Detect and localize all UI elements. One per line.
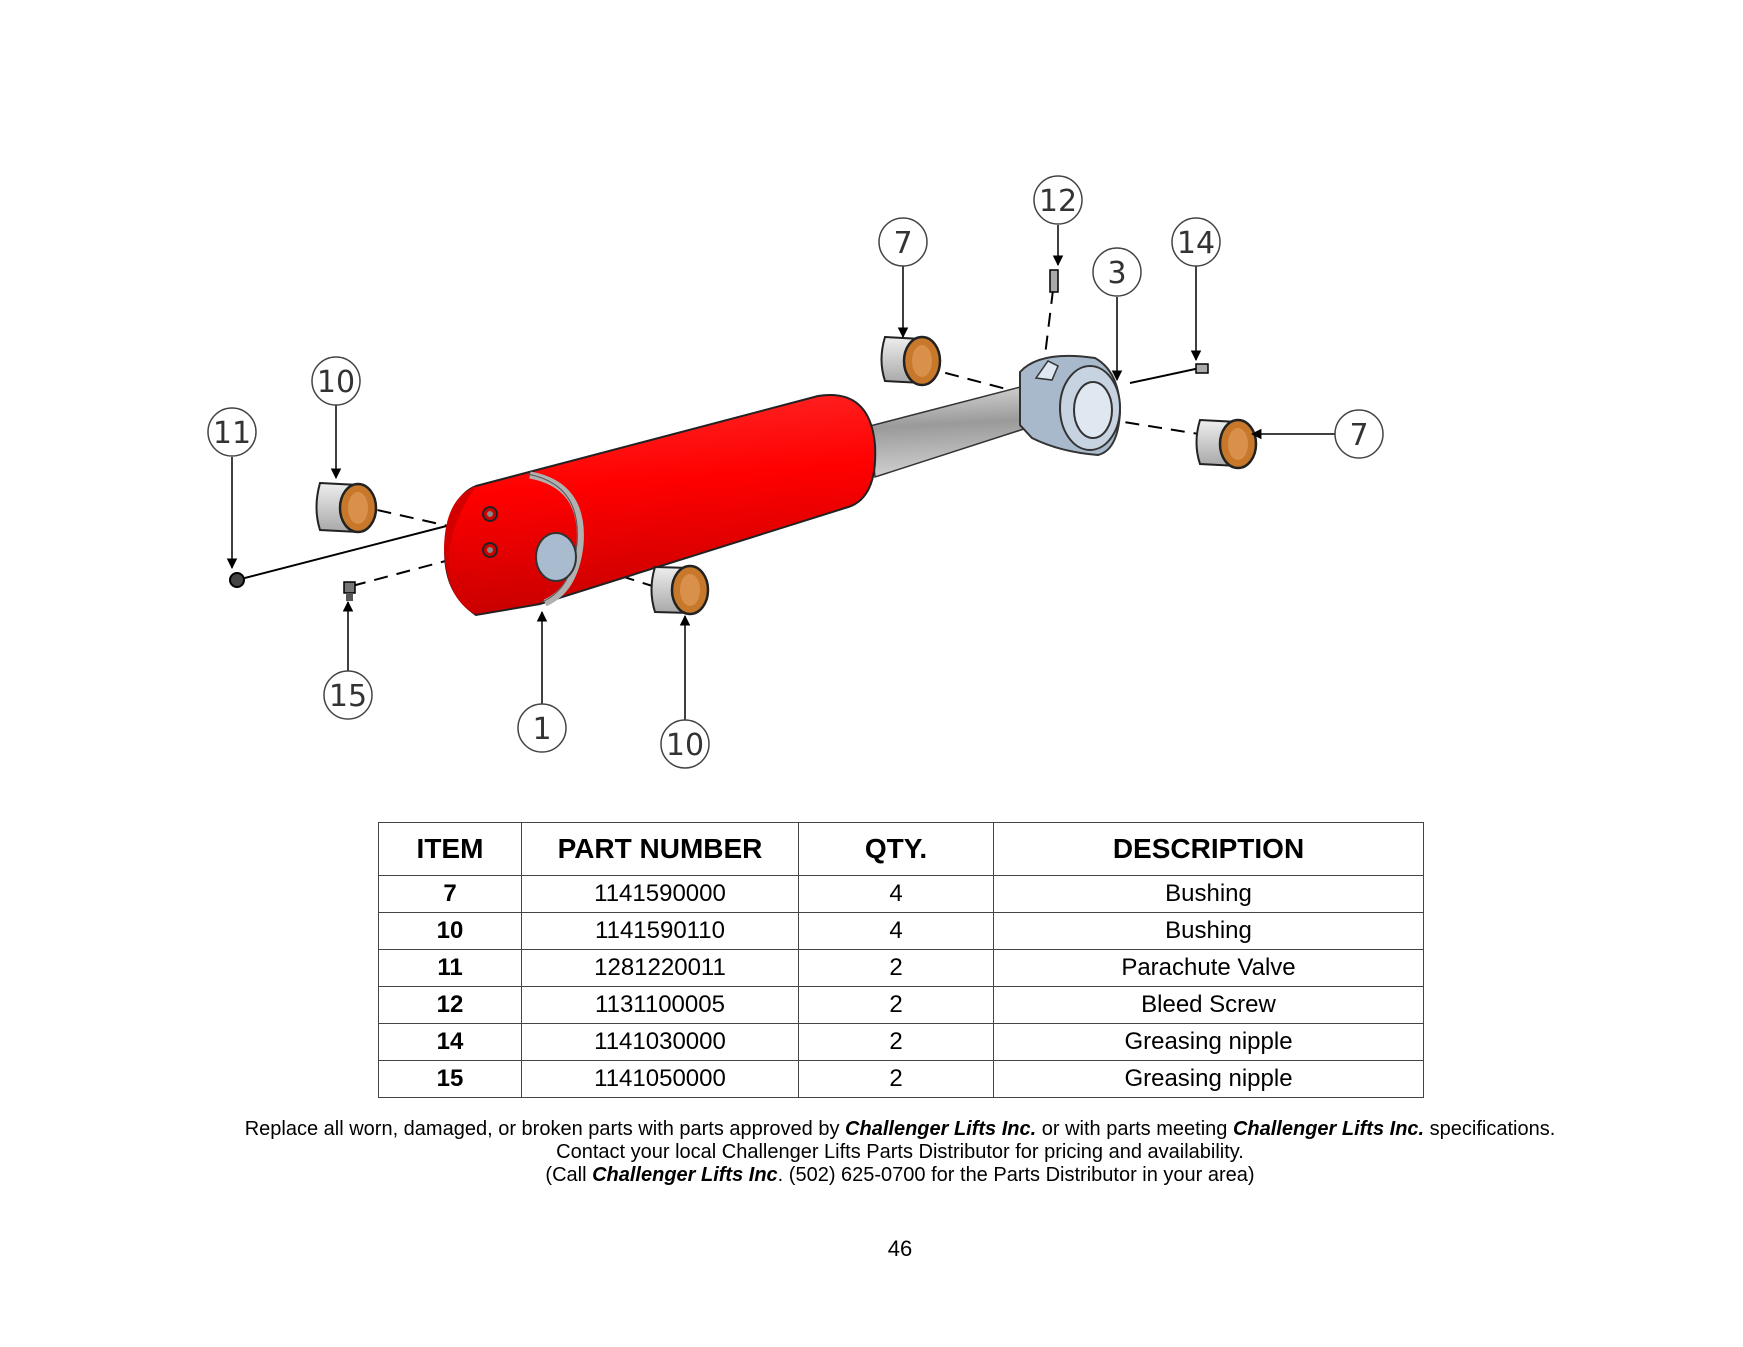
svg-text:7: 7 (893, 226, 912, 261)
callout-10-bottom: 10 (660, 719, 710, 769)
table-row: 15 1141050000 2 Greasing nipple (378, 1060, 1424, 1098)
callout-10-left: 10 (311, 356, 361, 406)
cell-item: 15 (378, 1060, 522, 1098)
cell-part-number: 1141050000 (521, 1060, 799, 1098)
notes-line-1: Replace all worn, damaged, or broken par… (244, 1118, 1556, 1140)
cell-part-number: 1281220011 (521, 949, 799, 987)
cell-qty: 4 (798, 912, 994, 950)
callout-14: 14 (1171, 217, 1221, 267)
svg-text:11: 11 (213, 416, 251, 451)
table-row: 7 1141590000 4 Bushing (378, 875, 1424, 913)
table-row: 12 1131100005 2 Bleed Screw (378, 986, 1424, 1024)
notes-line-3: (Call Challenger Lifts Inc. (502) 625-07… (545, 1164, 1255, 1186)
table-row: 11 1281220011 2 Parachute Valve (378, 949, 1424, 987)
cell-part-number: 1141590110 (521, 912, 799, 950)
svg-text:12: 12 (1039, 184, 1077, 219)
cell-item: 14 (378, 1023, 522, 1061)
cell-item: 10 (378, 912, 522, 950)
table-header-row: ITEM PART NUMBER QTY. DESCRIPTION (378, 822, 1424, 876)
callout-7-top: 7 (878, 217, 928, 267)
svg-text:7: 7 (1349, 418, 1368, 453)
callout-12: 12 (1033, 175, 1083, 225)
svg-text:14: 14 (1177, 226, 1215, 261)
greasing-nipple-14-part (1195, 363, 1209, 374)
bushing-7-top (880, 335, 942, 387)
bushing-7-right (1195, 418, 1258, 470)
cell-qty: 4 (798, 875, 994, 913)
header-part-number: PART NUMBER (521, 822, 799, 876)
header-description: DESCRIPTION (993, 822, 1424, 876)
bushing-10-left (315, 481, 378, 534)
cell-description: Greasing nipple (993, 1060, 1424, 1098)
bushing-10-bottom (650, 564, 710, 616)
svg-text:3: 3 (1107, 256, 1126, 291)
callout-15: 15 (323, 670, 373, 720)
svg-text:10: 10 (317, 365, 355, 400)
brand-name: Challenger Lifts Inc. (845, 1118, 1037, 1140)
callout-7-right: 7 (1334, 409, 1384, 459)
bleed-screw-part (1049, 269, 1059, 293)
svg-text:10: 10 (666, 728, 704, 763)
brand-name: Challenger Lifts Inc. (1232, 1118, 1425, 1140)
clevis-end (1019, 354, 1122, 457)
cell-part-number: 1131100005 (521, 986, 799, 1024)
svg-text:1: 1 (532, 712, 551, 747)
cell-qty: 2 (798, 1023, 994, 1061)
cell-item: 12 (378, 986, 522, 1024)
greasing-nipple-15-part (343, 581, 356, 601)
table-row: 10 1141590110 4 Bushing (378, 912, 1424, 950)
parachute-valve-part (229, 572, 245, 588)
cell-qty: 2 (798, 986, 994, 1024)
svg-text:15: 15 (329, 679, 367, 714)
cell-description: Parachute Valve (993, 949, 1424, 987)
header-qty: QTY. (798, 822, 994, 876)
exploded-cylinder-diagram: 11 10 15 1 10 7 12 3 14 7 (207, 175, 1384, 769)
cell-item: 11 (378, 949, 522, 987)
parts-table: ITEM PART NUMBER QTY. DESCRIPTION 7 1141… (378, 822, 1424, 1098)
brand-name: Challenger Lifts Inc (592, 1164, 778, 1186)
cell-description: Bushing (993, 875, 1424, 913)
table-row: 14 1141030000 2 Greasing nipple (378, 1023, 1424, 1061)
header-item: ITEM (378, 822, 522, 876)
page-number: 46 (887, 1236, 913, 1261)
replacement-notes: Replace all worn, damaged, or broken par… (0, 1118, 1743, 1187)
cylinder-barrel (444, 394, 877, 617)
notes-line-2: Contact your local Challenger Lifts Part… (556, 1141, 1244, 1163)
leader-lines (226, 225, 1335, 720)
cell-item: 7 (378, 875, 522, 913)
cell-description: Bleed Screw (993, 986, 1424, 1024)
callout-3: 3 (1092, 247, 1142, 297)
cell-description: Bushing (993, 912, 1424, 950)
cell-qty: 2 (798, 1060, 994, 1098)
cell-description: Greasing nipple (993, 1023, 1424, 1061)
callout-1: 1 (517, 703, 567, 753)
cell-qty: 2 (798, 949, 994, 987)
callout-11: 11 (207, 407, 257, 457)
cell-part-number: 1141030000 (521, 1023, 799, 1061)
cell-part-number: 1141590000 (521, 875, 799, 913)
